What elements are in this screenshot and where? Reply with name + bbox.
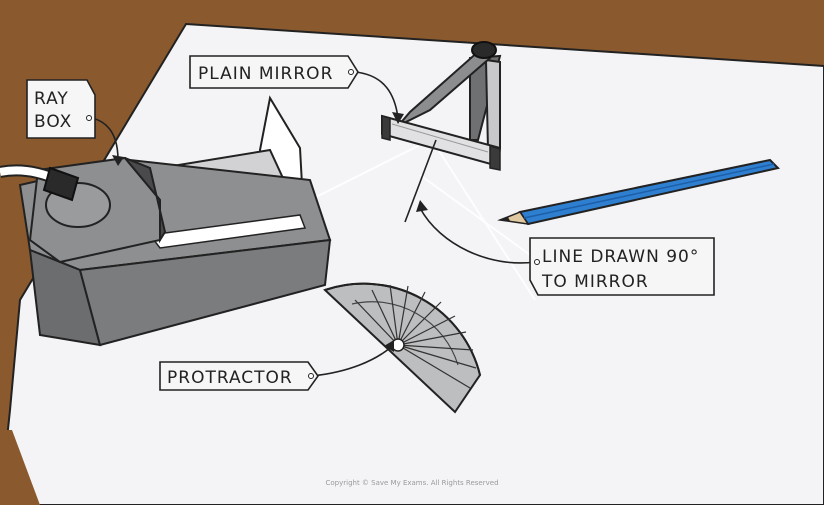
copyright-text: Copyright © Save My Exams. All Rights Re… <box>325 479 498 487</box>
plain-mirror-label: PLAIN MIRROR <box>198 64 333 84</box>
pencil <box>497 158 780 226</box>
ray-box-label-line1: RAY <box>34 89 69 109</box>
plain-mirror <box>381 114 502 171</box>
mirror-stand <box>397 41 502 152</box>
label-ray-box: RAY BOX <box>26 79 96 139</box>
protractor <box>323 282 482 414</box>
line-drawn-label-line1: LINE DRAWN 90° <box>542 247 699 267</box>
ray-box <box>0 95 332 347</box>
protractor-label: PROTRACTOR <box>167 368 293 388</box>
normal-line <box>404 139 437 223</box>
label-line-drawn: LINE DRAWN 90° TO MIRROR <box>529 237 715 296</box>
label-plain-mirror: PLAIN MIRROR <box>189 55 359 89</box>
arrow-heads <box>112 112 428 352</box>
line-drawn-label-line2: TO MIRROR <box>541 272 649 292</box>
ray-traces <box>299 139 549 301</box>
label-protractor: PROTRACTOR <box>159 361 319 391</box>
leader-lines <box>91 71 536 377</box>
ray-box-label-line2: BOX <box>34 112 72 132</box>
